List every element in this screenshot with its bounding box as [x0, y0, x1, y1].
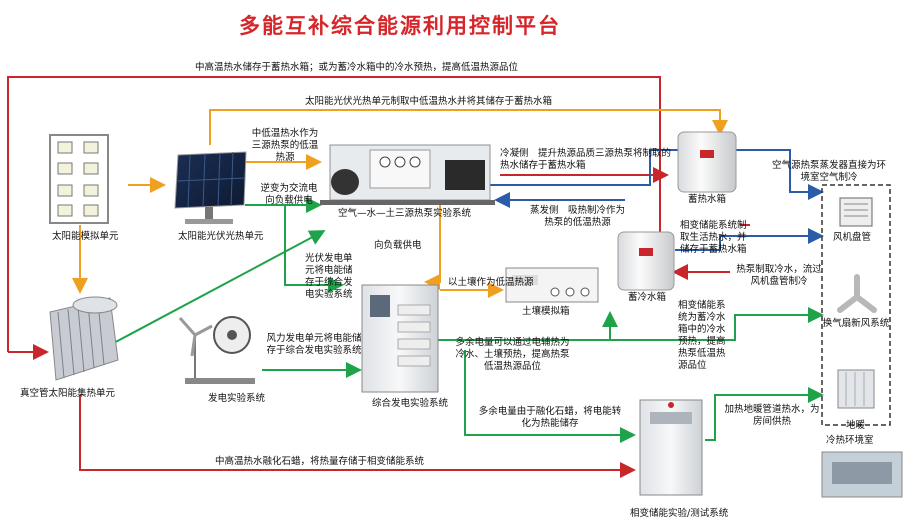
label-soil-source: 以土壤作为低温热源 — [448, 277, 534, 288]
phase-change-cabinet — [639, 399, 703, 496]
label-condense: 冷凝侧 提升热源品质三源热泵将制取的热水储存于蓄热水箱 — [500, 148, 672, 171]
label-phase-preheat: 相变储能系统为蓄冷水箱中的冷水预热，提高热泵低温热源品位 — [678, 300, 726, 371]
label-bottom-red: 中高温热水融化石蜡，将热量存储于相变储能系统 — [215, 456, 425, 467]
flow-line-green-floor — [705, 387, 824, 441]
flow-line-green-paraffin — [464, 350, 636, 443]
unit-phase-test: 相变储能实验/测试系统 — [630, 508, 729, 519]
hot-water-tank — [677, 131, 737, 193]
room-photo — [821, 451, 903, 498]
unit-solar-sim: 太阳能模拟单元 — [52, 231, 119, 242]
environment-room — [821, 184, 891, 426]
label-top-red: 中高温热水储存于蓄热水箱；或为蓄冷水箱中的冷水预热，提高低温热源品位 — [195, 62, 519, 73]
label-pv-store: 光伏发电单元将电能储存于综合发电实验系统 — [305, 253, 353, 300]
unit-heat-pump: 空气—水—土三源热泵实验系统 — [338, 208, 472, 219]
flow-line-orange-supply — [424, 195, 441, 290]
label-wind-store: 风力发电单元将电能储存于综合发电实验系统 — [266, 333, 362, 356]
flow-line-orange-top — [209, 109, 728, 145]
integrated-power-cabinet — [361, 284, 439, 393]
label-evaporate: 蒸发侧 吸热制冷作为热泵的低温热源 — [530, 205, 626, 228]
unit-fresh-air: 换气扇新风系统 — [822, 318, 890, 329]
unit-fan-coil: 风机盘管 — [833, 232, 872, 243]
label-inverter: 逆变为交流电向负载供电 — [260, 183, 318, 206]
unit-power-gen: 发电实验系统 — [208, 393, 266, 404]
flow-line-top-red — [7, 76, 661, 352]
flow-line-green-fresh — [610, 307, 824, 341]
label-surplus-paraffin: 多余电量由于融化石蜡，将电能转化为热能储存 — [478, 406, 622, 429]
flow-line-green-vac — [109, 230, 326, 346]
soil-simulation-box — [505, 267, 599, 303]
unit-integrated: 综合发电实验系统 — [372, 398, 449, 409]
unit-vacuum-tube: 真空管太阳能集热单元 — [20, 388, 116, 399]
unit-env-room: 冷热环境室 — [826, 435, 874, 446]
vacuum-tube-collector — [49, 296, 119, 381]
label-phase-change-hot: 相变储能系统制取生活热水，并储存于蓄热水箱 — [680, 220, 747, 255]
label-surplus-heat: 多余电量可以通过电辅热为冷水、土壤预热，提高热泵低温热源品位 — [455, 337, 570, 372]
unit-soil-box: 土壤模拟箱 — [522, 306, 570, 317]
flow-line-blue-coil — [675, 228, 824, 251]
unit-hot-tank: 蓄热水箱 — [688, 194, 727, 205]
pv-thermal-unit — [174, 151, 247, 224]
flow-line-bottom-red — [79, 395, 636, 478]
unit-floor: 地暖 — [846, 420, 866, 431]
unit-pv-thermal: 太阳能光伏光热单元 — [178, 231, 264, 242]
heat-pump-unit — [320, 144, 495, 205]
power-generation-unit — [178, 316, 255, 384]
flow-line-green-pv — [284, 205, 344, 293]
label-top-orange: 太阳能光伏光热单元制取中低温热水并将其储存于蓄热水箱 — [305, 96, 553, 107]
label-mid-low-heat: 中低温热水作为三源热泵的低温热源 — [251, 128, 319, 163]
label-air-source: 空气源热泵蒸发器直接为环境室空气制冷 — [771, 160, 886, 183]
page-title: 多能互补综合能源利用控制平台 — [239, 14, 561, 38]
unit-cold-tank: 蓄冷水箱 — [628, 292, 667, 303]
solar-simulator-unit — [49, 134, 109, 224]
label-floor-heat: 加热地暖管道热水，为房间供热 — [724, 404, 820, 427]
label-load-supply: 向负载供电 — [374, 240, 422, 251]
cold-water-tank — [617, 231, 675, 291]
label-heat-pump-cold: 热泵制取冷水，流过风机盘管制冷 — [736, 264, 822, 287]
